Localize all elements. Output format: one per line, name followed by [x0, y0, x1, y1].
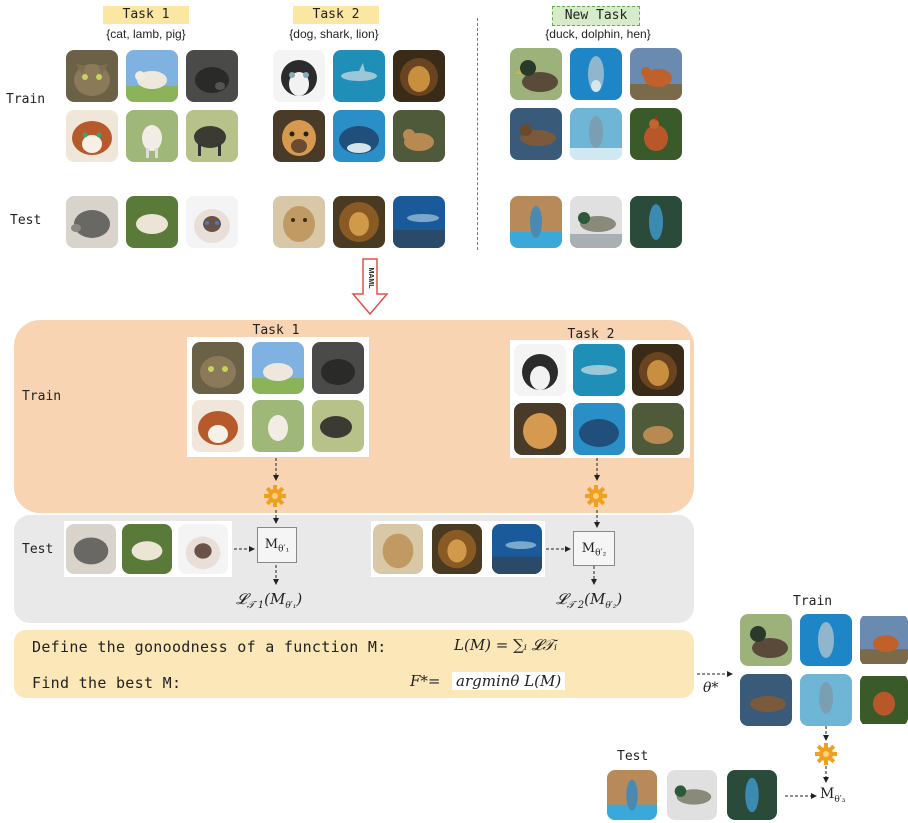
gear-icon	[584, 484, 608, 508]
adapted-model-task1: Mθ′₁	[257, 527, 297, 563]
newtask-classes: {duck, dolphin, hen}	[545, 27, 651, 41]
gear-icon	[263, 484, 287, 508]
adapted-model-newtask: Mθ′₃	[820, 786, 846, 805]
task1-classes: {cat, lamb, pig}	[106, 27, 186, 41]
hen-image	[630, 108, 682, 160]
newtask-test-label: Test	[617, 749, 649, 764]
adapted-model-task2: Mθ′₂	[573, 531, 615, 566]
pig-image	[312, 400, 364, 452]
lion-image	[393, 110, 445, 162]
task-separator	[477, 18, 478, 250]
dolphin-image	[607, 770, 657, 820]
dolphin-image	[630, 196, 682, 248]
dog-image	[514, 344, 566, 396]
task2-classes: {dog, shark, lion}	[289, 27, 379, 41]
duck-image	[510, 48, 562, 100]
hen-image	[860, 674, 908, 726]
shark-image	[573, 344, 625, 396]
lion-image	[632, 403, 684, 455]
loss-task1: 𝓛𝒯 1(Mθ′₁)	[236, 590, 303, 611]
lion-image	[273, 196, 325, 248]
maml-arrow	[350, 258, 390, 316]
shark-image	[333, 50, 385, 102]
lion-image	[632, 344, 684, 396]
dolphin-image	[492, 524, 542, 574]
dog-image	[273, 110, 325, 162]
dog-image	[273, 50, 325, 102]
lion-image	[393, 50, 445, 102]
pig-image	[186, 110, 238, 162]
lamb-image	[252, 342, 304, 394]
theta-star-label: θ*	[703, 680, 719, 696]
cat-image	[186, 196, 238, 248]
argmin-formula-right: argminθ L(M)	[452, 672, 566, 690]
cat-image	[192, 400, 244, 452]
loss-task2: 𝓛𝒯 2(Mθ′₂)	[556, 590, 623, 611]
cat-image	[66, 50, 118, 102]
test-row-label: Test	[10, 213, 42, 228]
duck-image	[667, 770, 717, 820]
hen-image	[860, 614, 908, 666]
meta-task1-label: Task 1	[252, 323, 300, 338]
lamb-image	[252, 400, 304, 452]
dolphin-image	[570, 48, 622, 100]
task2-label: Task 2	[293, 6, 379, 24]
pig-image	[312, 342, 364, 394]
lion-image	[432, 524, 482, 574]
duck-image	[570, 196, 622, 248]
duck-image	[510, 108, 562, 160]
train-row-label: Train	[6, 92, 46, 107]
cat-image	[66, 110, 118, 162]
lamb-image	[126, 110, 178, 162]
newtask-label: New Task	[552, 6, 640, 26]
pig-image	[186, 50, 238, 102]
meta-test-label: Test	[22, 542, 54, 557]
dolphin-image	[727, 770, 777, 820]
dolphin-image	[510, 196, 562, 248]
dog-image	[514, 403, 566, 455]
dolphin-image	[393, 196, 445, 248]
pig-image	[66, 196, 118, 248]
goodness-formula: L(M) = ∑ᵢ 𝓛𝒯ᵢ	[454, 636, 558, 654]
gear-icon	[814, 742, 838, 766]
lamb-image	[126, 196, 178, 248]
lion-image	[373, 524, 423, 574]
shark-image	[573, 403, 625, 455]
lion-image	[333, 196, 385, 248]
newtask-train-label: Train	[793, 594, 833, 609]
cat-image	[192, 342, 244, 394]
meta-train-label: Train	[22, 389, 62, 404]
goodness-definition: Define the gonoodness of a function M:	[32, 638, 387, 656]
argmin-formula-left: F*=	[410, 672, 441, 690]
dolphin-image	[800, 674, 852, 726]
dolphin-image	[570, 108, 622, 160]
objective-panel	[14, 630, 694, 698]
lamb-image	[122, 524, 172, 574]
best-function-definition: Find the best M:	[32, 674, 182, 692]
pig-image	[66, 524, 116, 574]
duck-image	[740, 674, 792, 726]
hen-image	[630, 48, 682, 100]
shark-image	[333, 110, 385, 162]
cat-image	[178, 524, 228, 574]
task1-label: Task 1	[103, 6, 189, 24]
lamb-image	[126, 50, 178, 102]
duck-image	[740, 614, 792, 666]
meta-task2-label: Task 2	[567, 327, 615, 342]
dolphin-image	[800, 614, 852, 666]
